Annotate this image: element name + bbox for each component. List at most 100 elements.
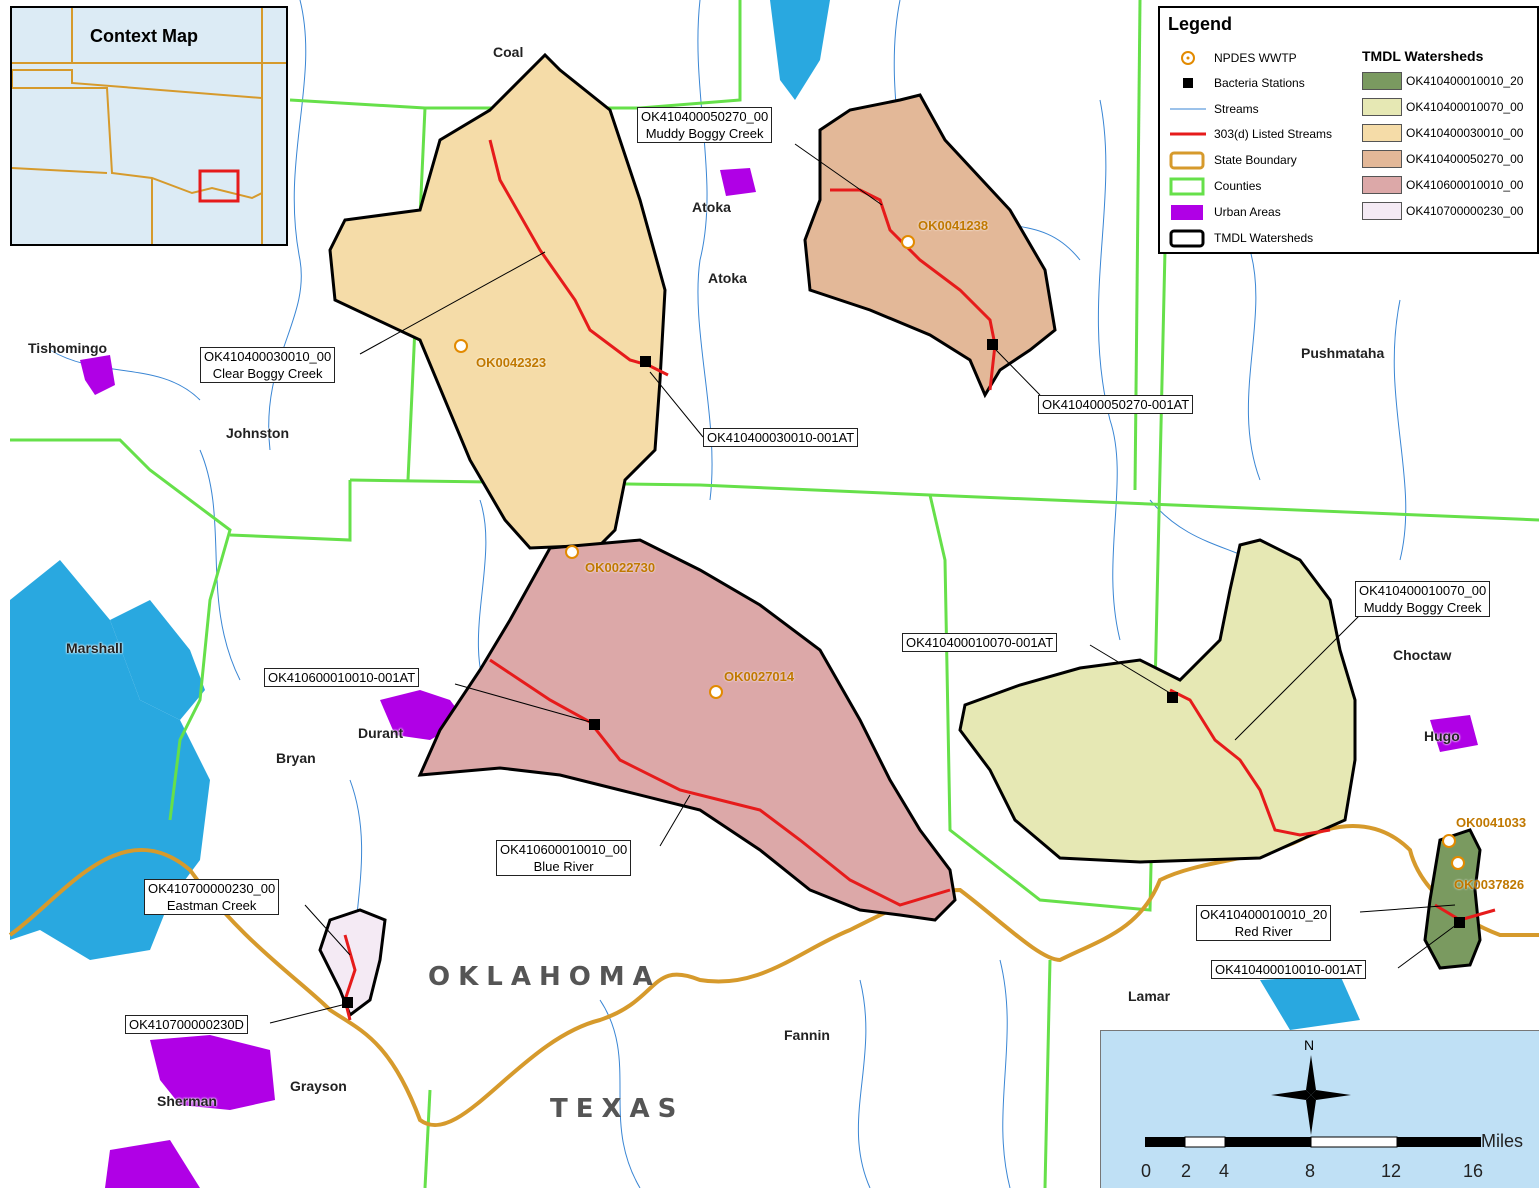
legend-item-counties: Counties — [1168, 174, 1358, 198]
north-label: N — [1304, 1037, 1315, 1053]
watershed-label: OK410400030010_00 — [1406, 126, 1524, 140]
legend-item-stations: Bacteria Stations — [1168, 71, 1358, 95]
callout-muddy-boggy-se[interactable]: OK410400010070_00 Muddy Boggy Creek — [1355, 581, 1491, 617]
callout-station-muddy-top[interactable]: OK410400050270-001AT — [1038, 395, 1194, 414]
swatch — [1362, 72, 1402, 90]
lake-north — [770, 0, 830, 100]
watershed-label: OK410400010070_00 — [1406, 100, 1524, 114]
state-label-oklahoma: OKLAHOMA — [428, 962, 661, 992]
scale-bar — [1145, 1136, 1481, 1148]
callout-station-eastman[interactable]: OK410700000230D — [125, 1015, 248, 1034]
legend-item-urban: Urban Areas — [1168, 200, 1358, 224]
legend-item-streams: Streams — [1168, 97, 1358, 121]
scale-tick: 8 — [1305, 1161, 1316, 1181]
swatch — [1362, 202, 1402, 220]
county-label: Johnston — [226, 425, 289, 441]
county-label: Atoka — [708, 270, 747, 286]
lake-east — [1260, 975, 1360, 1030]
wwtp-label: OK0027014 — [724, 669, 795, 684]
scale-tick: 16 — [1463, 1161, 1484, 1181]
scale-bar-box: N Miles 0 2 4 8 12 16 — [1100, 1030, 1539, 1188]
legend-label: 303(d) Listed Streams — [1214, 127, 1333, 141]
scale-tick: 4 — [1219, 1161, 1230, 1181]
watershed-name: Muddy Boggy Creek — [645, 126, 764, 141]
streams — [49, 0, 1407, 1188]
watershed-label: OK410700000230_00 — [1406, 204, 1524, 218]
red-line-icon — [1170, 132, 1206, 136]
watershed-label: OK410600010010_00 — [1406, 178, 1524, 192]
callout-station-muddy-se[interactable]: OK410400010070-001AT — [902, 633, 1058, 652]
legend-label: State Boundary — [1214, 153, 1297, 167]
legend-item-watersheds: TMDL Watersheds — [1168, 226, 1358, 250]
callout-blue-river[interactable]: OK410600010010_00 Blue River — [496, 840, 632, 876]
leader-lines — [269, 143, 1457, 1024]
county-label: Bryan — [276, 750, 316, 766]
town-label: Sherman — [157, 1093, 217, 1109]
callout-eastman-creek[interactable]: OK410700000230_00 Eastman Creek — [144, 879, 280, 915]
context-map: Context Map — [10, 6, 288, 246]
callout-muddy-boggy-top[interactable]: OK410400050270_00 Muddy Boggy Creek — [637, 107, 773, 143]
watershed-name: Clear Boggy Creek — [212, 366, 323, 381]
legend-label: NPDES WWTP — [1214, 51, 1297, 65]
legend-title: Legend — [1168, 14, 1233, 34]
legend-item-listed-streams: 303(d) Listed Streams — [1168, 122, 1358, 146]
town-label: Hugo — [1424, 728, 1460, 744]
swatch — [1362, 176, 1402, 194]
watershed-id: OK410400050270_00 — [641, 109, 769, 124]
callout-clear-boggy[interactable]: OK410400030010_00 Clear Boggy Creek — [200, 347, 336, 383]
context-map-graphic — [12, 8, 286, 244]
watershed-swatch-item: OK410400050270_00 — [1362, 148, 1539, 170]
town-label: Tishomingo — [28, 340, 108, 356]
purple-box-icon — [1171, 205, 1203, 220]
callout-station-red-river[interactable]: OK410400010010-001AT — [1211, 960, 1367, 979]
scale-tick: 0 — [1141, 1161, 1152, 1181]
watershed-label: OK410400010010_20 — [1406, 74, 1524, 88]
watershed-swatch-item: OK410600010010_00 — [1362, 174, 1539, 196]
county-label: Coal — [493, 44, 524, 60]
watershed-id: OK410400010010_20 — [1200, 907, 1328, 922]
county-label: Choctaw — [1393, 647, 1452, 663]
watershed-name: Eastman Creek — [166, 898, 257, 913]
legend: Legend NPDES WWTP Bacteria Stations Stre… — [1158, 6, 1539, 254]
black-box-icon — [1169, 229, 1205, 248]
town-label: Durant — [358, 725, 404, 741]
scale-tick: 12 — [1381, 1161, 1402, 1181]
watershed-muddy-se — [958, 538, 1357, 864]
wwtp-label: OK0037826 — [1454, 877, 1525, 892]
watershed-swatch-item: OK410400030010_00 — [1362, 122, 1539, 144]
legend-label: Counties — [1214, 179, 1262, 193]
context-map-title: Context Map — [90, 26, 198, 46]
black-square-icon — [1183, 78, 1193, 88]
county-label: Fannin — [784, 1027, 830, 1043]
callout-station-clear-boggy[interactable]: OK410400030010-001AT — [703, 428, 859, 447]
callout-red-river[interactable]: OK410400010010_20 Red River — [1196, 905, 1332, 941]
wwtp-label: OK0041238 — [918, 218, 989, 233]
watershed-swatch-item: OK410400010010_20 — [1362, 70, 1539, 92]
watersheds-title: TMDL Watersheds — [1362, 48, 1484, 64]
blue-line-icon — [1170, 108, 1206, 110]
watershed-swatch-item: OK410700000230_00 — [1362, 200, 1539, 222]
watershed-red-river — [1423, 828, 1482, 970]
wwtp-points — [454, 235, 1465, 870]
watershed-clear-boggy — [328, 52, 667, 550]
orange-box-icon — [1169, 151, 1205, 170]
callout-station-blue-river[interactable]: OK410600010010-001AT — [264, 668, 420, 687]
watershed-id: OK410700000230_00 — [148, 881, 276, 896]
lake-texoma-arm — [110, 600, 205, 720]
state-label-texas: TEXAS — [550, 1094, 685, 1124]
county-label: Pushmataha — [1301, 345, 1385, 361]
watershed-muddy-top — [803, 93, 1057, 399]
scale-unit: Miles — [1481, 1131, 1524, 1151]
county-label: Grayson — [290, 1078, 347, 1094]
legend-label: Urban Areas — [1214, 205, 1281, 219]
bacteria-stations — [342, 339, 1465, 1008]
watershed-label: OK410400050270_00 — [1406, 152, 1524, 166]
legend-item-state-boundary: State Boundary — [1168, 148, 1358, 172]
wwtp-icon — [1181, 51, 1195, 65]
swatch — [1362, 150, 1402, 168]
north-arrow-icon — [1271, 1055, 1351, 1135]
swatch — [1362, 124, 1402, 142]
legend-label: TMDL Watersheds — [1214, 231, 1314, 245]
